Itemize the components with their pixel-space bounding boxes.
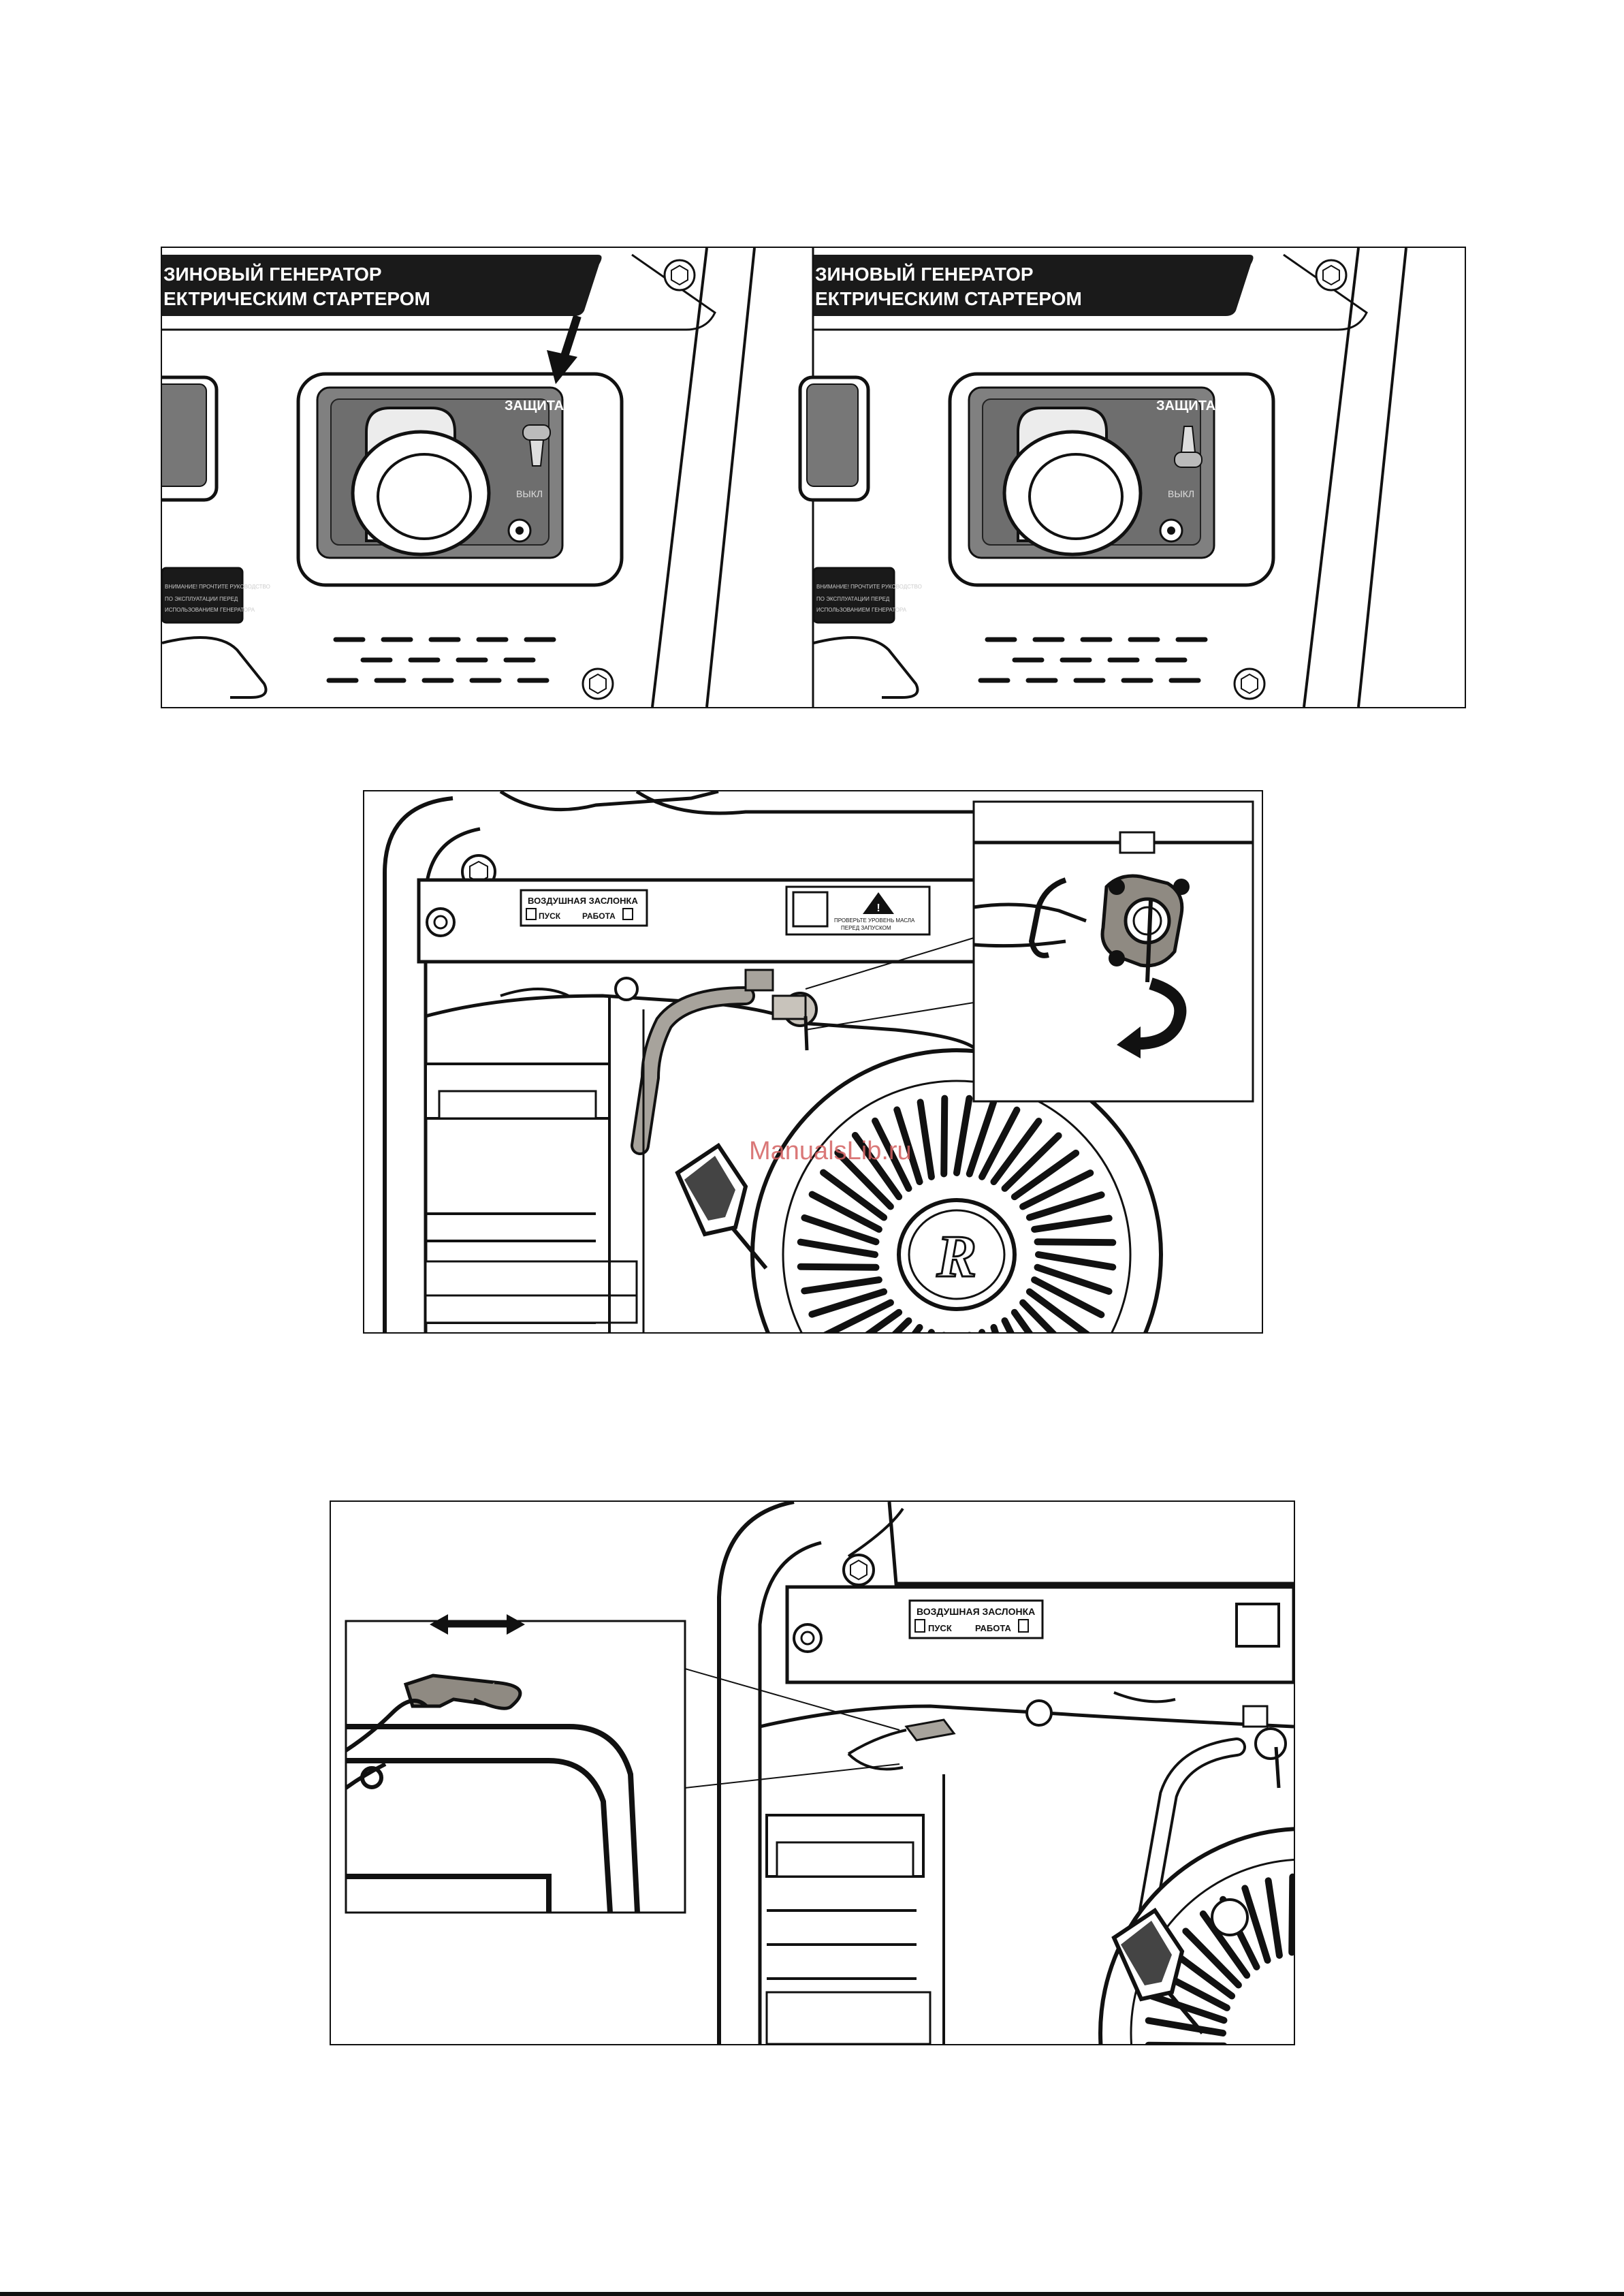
starter-vent-slot: [1145, 2017, 1226, 2036]
control-panel-left: ЗИНОВЫЙ ГЕНЕРАТОР ЕКТРИЧЕСКИМ СТАРТЕРОМ: [162, 248, 756, 707]
starter-vent-slot: [1182, 1928, 1242, 1989]
starter-vent-slot: [1035, 1251, 1117, 1271]
reset-screw-icon: [1159, 518, 1183, 543]
small-plate-line2: ПО ЭКСПЛУАТАЦИИ ПЕРЕД: [165, 596, 238, 602]
starter-vent-slot: [1001, 1132, 1062, 1192]
starter-vent-slot: [834, 1149, 894, 1210]
small-plate-line2: ПО ЭКСПЛУАТАЦИИ ПЕРЕД: [816, 596, 890, 602]
warning-triangle-icon: [863, 892, 894, 914]
double-arrow-icon: [430, 1614, 525, 1635]
starter-vent-slot: [966, 1099, 998, 1178]
breaker-switch[interactable]: [522, 424, 551, 467]
starter-vent-slot: [797, 1263, 880, 1271]
choke-lever[interactable]: [847, 1718, 956, 1771]
figure-fuel-valve: ВОЗДУШНАЯ ЗАСЛОНКА ПУСК РАБОТА ! ПРОВЕРЬ…: [363, 790, 1263, 1334]
starter-vent-slot: [797, 1238, 878, 1258]
starter-vent-slot: [1010, 1308, 1033, 1332]
valve-inset: [972, 800, 1254, 1103]
starter-vent-slot: [1264, 1877, 1283, 1959]
starter-handle[interactable]: [1111, 1907, 1205, 2034]
warning-line2: ПЕРЕД ЗАПУСКОМ: [841, 925, 891, 931]
choke-run: РАБОТА: [582, 911, 616, 921]
linkage-spring: [345, 1699, 428, 1790]
figure-control-panel: ЗИНОВЫЙ ГЕНЕРАТОР ЕКТРИЧЕСКИМ СТАРТЕРОМ: [161, 247, 1466, 708]
starter-vent-slot: [1001, 1317, 1015, 1332]
starter-vent-slot: [990, 1118, 1042, 1186]
brand-logo-letter: R: [936, 1224, 977, 1290]
starter-vent-slot: [1241, 1885, 1271, 1964]
starter-vent-slot: [1199, 1910, 1251, 1979]
banner-line1: ЗИНОВЫЙ ГЕНЕРАТОР: [815, 263, 1034, 285]
fuel-valve: [1242, 1705, 1287, 1789]
starter-vent-slot: [1031, 1214, 1113, 1233]
watermark: ManualsLib.ru: [749, 1137, 912, 1165]
banner-line1: ЗИНОВЫЙ ГЕНЕРАТОР: [163, 263, 382, 285]
hex-bolt-icon: [582, 667, 614, 700]
control-panel-right: ЗИНОВЫЙ ГЕНЕРАТОР ЕКТРИЧЕСКИМ СТАРТЕРОМ …: [798, 248, 1407, 707]
hex-bolt-icon: [1233, 667, 1266, 700]
starter-vent-slot: [872, 1117, 912, 1192]
choke-label-plate: ВОЗДУШНАЯ ЗАСЛОНКА ПУСК РАБОТА: [908, 1599, 1044, 1639]
hex-bolt-icon: [842, 1554, 875, 1586]
choke-title: ВОЗДУШНАЯ ЗАСЛОНКА: [528, 896, 638, 906]
starter-vent-slot: [953, 1095, 973, 1176]
starter-vent-slot: [865, 1308, 903, 1332]
starter-vent-slot: [1019, 1299, 1057, 1332]
starter-vent-slot: [1025, 1191, 1105, 1221]
warning-line1: ПРОВЕРЬТЕ УРОВЕНЬ МАСЛА: [834, 917, 915, 924]
recoil-starter: R: [750, 1048, 1163, 1332]
reset-screw-icon: [507, 518, 532, 543]
hex-bolt-icon: [663, 259, 696, 292]
choke-start: ПУСК: [928, 1623, 952, 1633]
off-label: ВЫКЛ: [516, 488, 543, 499]
choke-inset: [345, 1620, 686, 1914]
starter-vent-slot: [823, 1299, 894, 1332]
breaker-switch[interactable]: [1174, 426, 1203, 468]
vent-slots: [326, 637, 556, 683]
fuel-valve[interactable]: [744, 969, 818, 1051]
small-plate-line3: ИСПОЛЬЗОВАНИЕМ ГЕНЕРАТОРА: [816, 607, 907, 613]
breaker-label: ЗАЩИТА АС: [505, 398, 587, 413]
small-plate-line1: ВНИМАНИЕ! ПРОЧТИТЕ РУКОВОДСТВО: [165, 584, 270, 590]
svg-text:!: !: [876, 902, 880, 914]
starter-vent-slot: [978, 1106, 1021, 1180]
choke-lever[interactable]: [403, 1673, 522, 1710]
starter-vent-slot: [808, 1191, 882, 1233]
banner-line2: ЕКТРИЧЕСКИМ СТАРТЕРОМ: [815, 288, 1082, 309]
page-bottom-rule: [0, 2292, 1624, 2296]
choke-label-plate: ВОЗДУШНАЯ ЗАСЛОНКА ПУСК РАБОТА: [520, 889, 648, 927]
starter-vent-slot: [808, 1288, 888, 1318]
vent-slots: [978, 637, 1208, 683]
arrow-down-icon: [547, 315, 582, 384]
starter-vent-slot: [917, 1099, 935, 1180]
starter-handle[interactable]: [675, 1142, 768, 1270]
choke-title: ВОЗДУШНАЯ ЗАСЛОНКА: [917, 1606, 1035, 1617]
starter-vent-slot: [820, 1169, 888, 1221]
starter-vent-slot: [1149, 1992, 1228, 2024]
starter-vent-slot: [1031, 1276, 1105, 1319]
breaker-label: ЗАЩИТА АС: [1156, 398, 1239, 413]
figure-choke: ВОЗДУШНАЯ ЗАСЛОНКА ПУСК РАБОТА: [330, 1500, 1295, 2045]
hex-bolt-icon: [1315, 259, 1348, 292]
starter-vent-slot: [801, 1276, 882, 1295]
starter-vent-slot: [892, 1317, 912, 1332]
choke-start: ПУСК: [539, 911, 561, 921]
small-plate-line3: ИСПОЛЬЗОВАНИЕМ ГЕНЕРАТОРА: [165, 607, 255, 613]
starter-vent-slot: [1025, 1288, 1090, 1332]
starter-vent-slot: [1010, 1149, 1080, 1201]
choke-run: РАБОТА: [975, 1623, 1011, 1633]
starter-vent-slot: [893, 1106, 923, 1186]
starter-vent-slot: [1034, 1263, 1113, 1295]
fuel-valve-lever[interactable]: [1100, 874, 1190, 983]
starter-vent-slot: [1019, 1169, 1094, 1210]
rotate-arrow-icon: [1117, 977, 1187, 1058]
small-plate-line1: ВНИМАНИЕ! ПРОЧТИТЕ РУКОВОДСТВО: [816, 584, 922, 590]
oil-warning-plate: ! ПРОВЕРЬТЕ УРОВЕНЬ МАСЛА ПЕРЕД ЗАПУСКОМ: [785, 885, 931, 936]
off-label: ВЫКЛ: [1168, 488, 1194, 499]
starter-vent-slot: [801, 1214, 880, 1246]
banner-line2: ЕКТРИЧЕСКИМ СТАРТЕРОМ: [163, 288, 430, 309]
starter-vent-slot: [851, 1131, 903, 1201]
